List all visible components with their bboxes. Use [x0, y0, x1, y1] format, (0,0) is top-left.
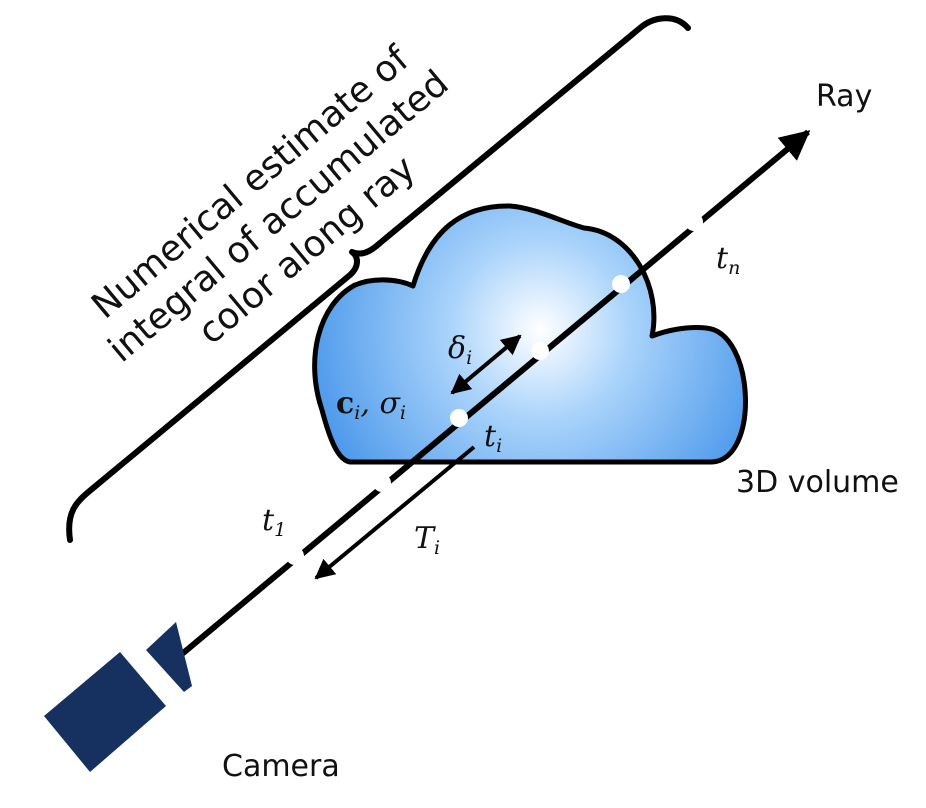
delta-label: δi [448, 331, 472, 369]
sample-point-tn [685, 213, 703, 231]
sample-point [531, 342, 549, 360]
sample-point-t1 [286, 547, 304, 565]
camera-label: Camera [222, 749, 340, 784]
transmittance-arrow [314, 445, 476, 580]
color-density-label: ci, σi [336, 386, 406, 424]
delta-arrow [450, 334, 522, 395]
sample-points [286, 213, 703, 565]
volume-label: 3D volume [736, 465, 899, 500]
sample-point [373, 474, 391, 492]
tn-label: tn [716, 241, 740, 279]
ti-label: ti [484, 419, 502, 457]
curly-brace [66, 15, 691, 543]
Ti-label: Ti [414, 521, 440, 559]
camera-icon [44, 622, 192, 772]
sample-point [612, 275, 630, 293]
cloud-volume [312, 203, 748, 465]
ray-label: Ray [816, 79, 872, 114]
t1-label: t1 [262, 503, 286, 541]
sample-point-ti [450, 409, 468, 427]
